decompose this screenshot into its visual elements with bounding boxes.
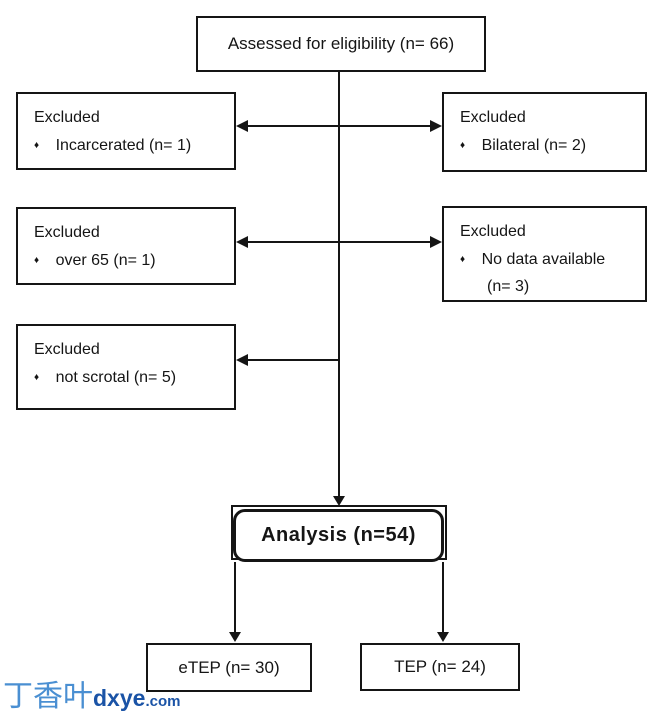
arrowhead-down-right-arm (437, 632, 449, 642)
excluded-title: Excluded (34, 109, 100, 126)
connector-row3-horizontal (248, 359, 339, 361)
eligibility-label: Assessed for eligibility (n= 66) (227, 34, 455, 53)
etep-arm-label: eTEP (n= 30) (178, 657, 280, 677)
excluded-item: ♦ Bilateral (n= 2) (460, 135, 637, 157)
connector-row1-horizontal (248, 125, 430, 127)
excluded-box-incarcerated: Excluded ♦ Incarcerated (n= 1) (16, 92, 236, 170)
connector-row2-horizontal (248, 241, 430, 243)
excluded-item-label: not scrotal (n= 5) (55, 368, 177, 386)
watermark-cjk-text: 丁香叶 (3, 680, 93, 711)
diamond-bullet-icon: ♦ (460, 139, 466, 151)
excluded-item-continuation: (n= 3) (487, 278, 530, 296)
diamond-bullet-icon: ♦ (34, 139, 40, 151)
excluded-item-label: Bilateral (n= 2) (481, 136, 587, 154)
watermark-brand-text: dxye (93, 685, 146, 711)
connector-left-arm-vertical (234, 562, 236, 634)
excluded-title: Excluded (34, 341, 100, 358)
arrowhead-right-row2 (430, 236, 442, 248)
arrowhead-down-left-arm (229, 632, 241, 642)
excluded-box-over65: Excluded ♦ over 65 (n= 1) (16, 207, 236, 285)
arrowhead-left-row2 (236, 236, 248, 248)
arrowhead-right-row1 (430, 120, 442, 132)
excluded-item: ♦ not scrotal (n= 5) (34, 367, 226, 389)
excluded-title: Excluded (460, 109, 526, 126)
excluded-box-no-data: Excluded ♦ No data available (n= 3) (442, 206, 647, 302)
excluded-item-label: No data available (481, 250, 606, 268)
arrowhead-left-row1 (236, 120, 248, 132)
excluded-title: Excluded (460, 223, 526, 240)
excluded-box-bilateral: Excluded ♦ Bilateral (n= 2) (442, 92, 647, 172)
analysis-box: Analysis (n=54) (233, 509, 444, 562)
excluded-item: ♦ Incarcerated (n= 1) (34, 135, 226, 157)
diamond-bullet-icon: ♦ (460, 253, 466, 265)
analysis-label: Analysis (n=54) (261, 524, 416, 546)
diamond-bullet-icon: ♦ (34, 254, 40, 266)
etep-arm-box: eTEP (n= 30) (146, 643, 312, 692)
eligibility-box: Assessed for eligibility (n= 66) (196, 16, 486, 72)
connector-right-arm-vertical (442, 562, 444, 634)
excluded-item-label: over 65 (n= 1) (55, 251, 156, 269)
excluded-item: ♦ No data available (460, 249, 637, 271)
excluded-item-label: Incarcerated (n= 1) (55, 136, 192, 154)
tep-arm-label: TEP (n= 24) (394, 657, 486, 676)
arrowhead-left-row3 (236, 354, 248, 366)
connector-main-vertical (338, 72, 340, 498)
excluded-box-not-scrotal: Excluded ♦ not scrotal (n= 5) (16, 324, 236, 410)
excluded-title: Excluded (34, 224, 100, 241)
diamond-bullet-icon: ♦ (34, 371, 40, 383)
excluded-item: ♦ over 65 (n= 1) (34, 250, 226, 272)
watermark: 丁香叶dxye.com (3, 671, 180, 711)
tep-arm-box: TEP (n= 24) (360, 643, 520, 691)
arrowhead-down-to-analysis (333, 496, 345, 506)
watermark-tld-text: .com (145, 693, 181, 710)
